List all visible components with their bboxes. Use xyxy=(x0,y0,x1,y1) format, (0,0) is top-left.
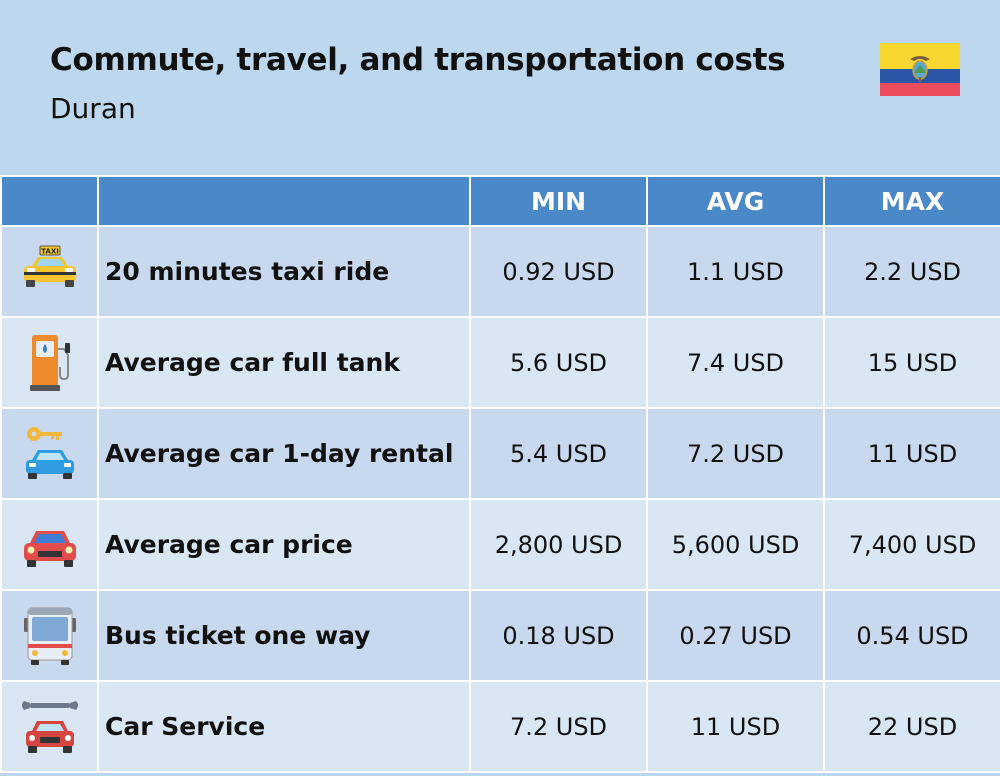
bus-icon xyxy=(23,607,76,665)
taxi-icon: TAXI xyxy=(23,245,76,287)
value-max: 7,400 USD xyxy=(823,498,1000,591)
value-max: 11 USD xyxy=(823,407,1000,500)
table-header-row: MIN AVG MAX xyxy=(0,175,1000,227)
value-avg: 1.1 USD xyxy=(646,225,825,318)
row-label: Car Service xyxy=(97,680,471,773)
table-row: Car Service 7.2 USD 11 USD 22 USD xyxy=(0,680,1000,773)
row-label: Average car 1-day rental xyxy=(97,407,471,500)
row-label: 20 minutes taxi ride xyxy=(97,225,471,318)
table-row: TAXI 20 minutes taxi ride 0.92 USD 1.1 U… xyxy=(0,225,1000,318)
column-header-max: MAX xyxy=(823,175,1000,227)
value-max: 15 USD xyxy=(823,316,1000,409)
page-title: Commute, travel, and transportation cost… xyxy=(50,42,786,78)
value-min: 0.92 USD xyxy=(469,225,648,318)
value-min: 0.18 USD xyxy=(469,589,648,682)
value-min: 5.6 USD xyxy=(469,316,648,409)
table-row: Average car full tank 5.6 USD 7.4 USD 15… xyxy=(0,316,1000,409)
city-name: Duran xyxy=(50,92,136,125)
fuel-pump-icon xyxy=(29,334,70,391)
ecuador-flag-icon xyxy=(880,43,960,96)
car-rental-key-icon xyxy=(25,426,74,479)
table-row: Bus ticket one way 0.18 USD 0.27 USD 0.5… xyxy=(0,589,1000,682)
value-avg: 5,600 USD xyxy=(646,498,825,591)
column-header-min: MIN xyxy=(469,175,648,227)
row-label: Average car price xyxy=(97,498,471,591)
value-max: 2.2 USD xyxy=(823,225,1000,318)
row-label: Average car full tank xyxy=(97,316,471,409)
value-avg: 7.4 USD xyxy=(646,316,825,409)
value-max: 22 USD xyxy=(823,680,1000,773)
car-service-wrench-icon xyxy=(21,700,78,753)
costs-table: MIN AVG MAX TAXI 20 xyxy=(0,175,1000,773)
value-avg: 0.27 USD xyxy=(646,589,825,682)
header-label-column xyxy=(97,175,471,227)
page-header: Commute, travel, and transportation cost… xyxy=(0,0,1000,175)
value-avg: 11 USD xyxy=(646,680,825,773)
table-row: Average car price 2,800 USD 5,600 USD 7,… xyxy=(0,498,1000,591)
column-header-avg: AVG xyxy=(646,175,825,227)
value-min: 7.2 USD xyxy=(469,680,648,773)
value-avg: 7.2 USD xyxy=(646,407,825,500)
row-label: Bus ticket one way xyxy=(97,589,471,682)
value-min: 5.4 USD xyxy=(469,407,648,500)
table-row: Average car 1-day rental 5.4 USD 7.2 USD… xyxy=(0,407,1000,500)
header-icon-column xyxy=(0,175,99,227)
taxi-sign-text: TAXI xyxy=(41,247,59,255)
car-icon xyxy=(23,530,76,567)
value-min: 2,800 USD xyxy=(469,498,648,591)
value-max: 0.54 USD xyxy=(823,589,1000,682)
